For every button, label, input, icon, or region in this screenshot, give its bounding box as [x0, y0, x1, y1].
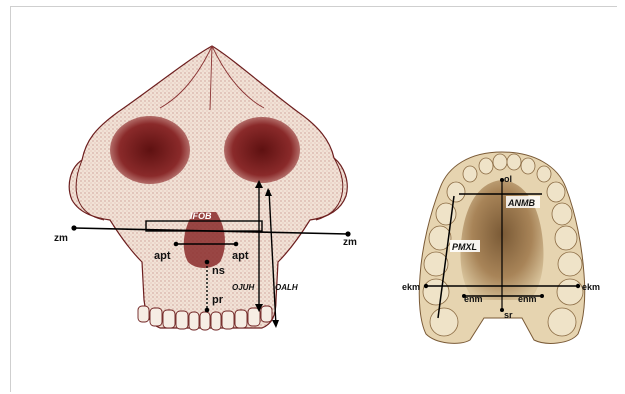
- label-apt-right: apt: [232, 250, 249, 262]
- label-oalh: OALH: [275, 283, 298, 292]
- skull-cranium: [69, 46, 347, 328]
- right-orbit: [224, 117, 300, 183]
- label-ifob: IFOB: [190, 211, 212, 221]
- label-pmxl: PMXL: [452, 242, 477, 252]
- label-enm-right: enm: [518, 294, 537, 304]
- label-apt-left: apt: [154, 250, 171, 262]
- label-anmb: ANMB: [507, 198, 535, 208]
- label-ekm-left: ekm: [402, 282, 420, 292]
- label-zm-right: zm: [343, 237, 357, 248]
- label-sr: sr: [504, 310, 513, 320]
- skull-illustration: zm zm IFOB apt apt ns pr OJUH OALH: [54, 46, 357, 330]
- label-pr: pr: [212, 294, 224, 306]
- label-enm-left: enm: [464, 294, 483, 304]
- palate-illustration: ol ANMB PMXL ekm ekm enm enm sr: [402, 152, 600, 343]
- label-zm-left: zm: [54, 233, 68, 244]
- label-ekm-right: ekm: [582, 282, 600, 292]
- label-ns: ns: [212, 265, 225, 277]
- label-ojuh: OJUH: [232, 283, 254, 292]
- label-ol: ol: [504, 174, 512, 184]
- left-orbit: [110, 116, 190, 184]
